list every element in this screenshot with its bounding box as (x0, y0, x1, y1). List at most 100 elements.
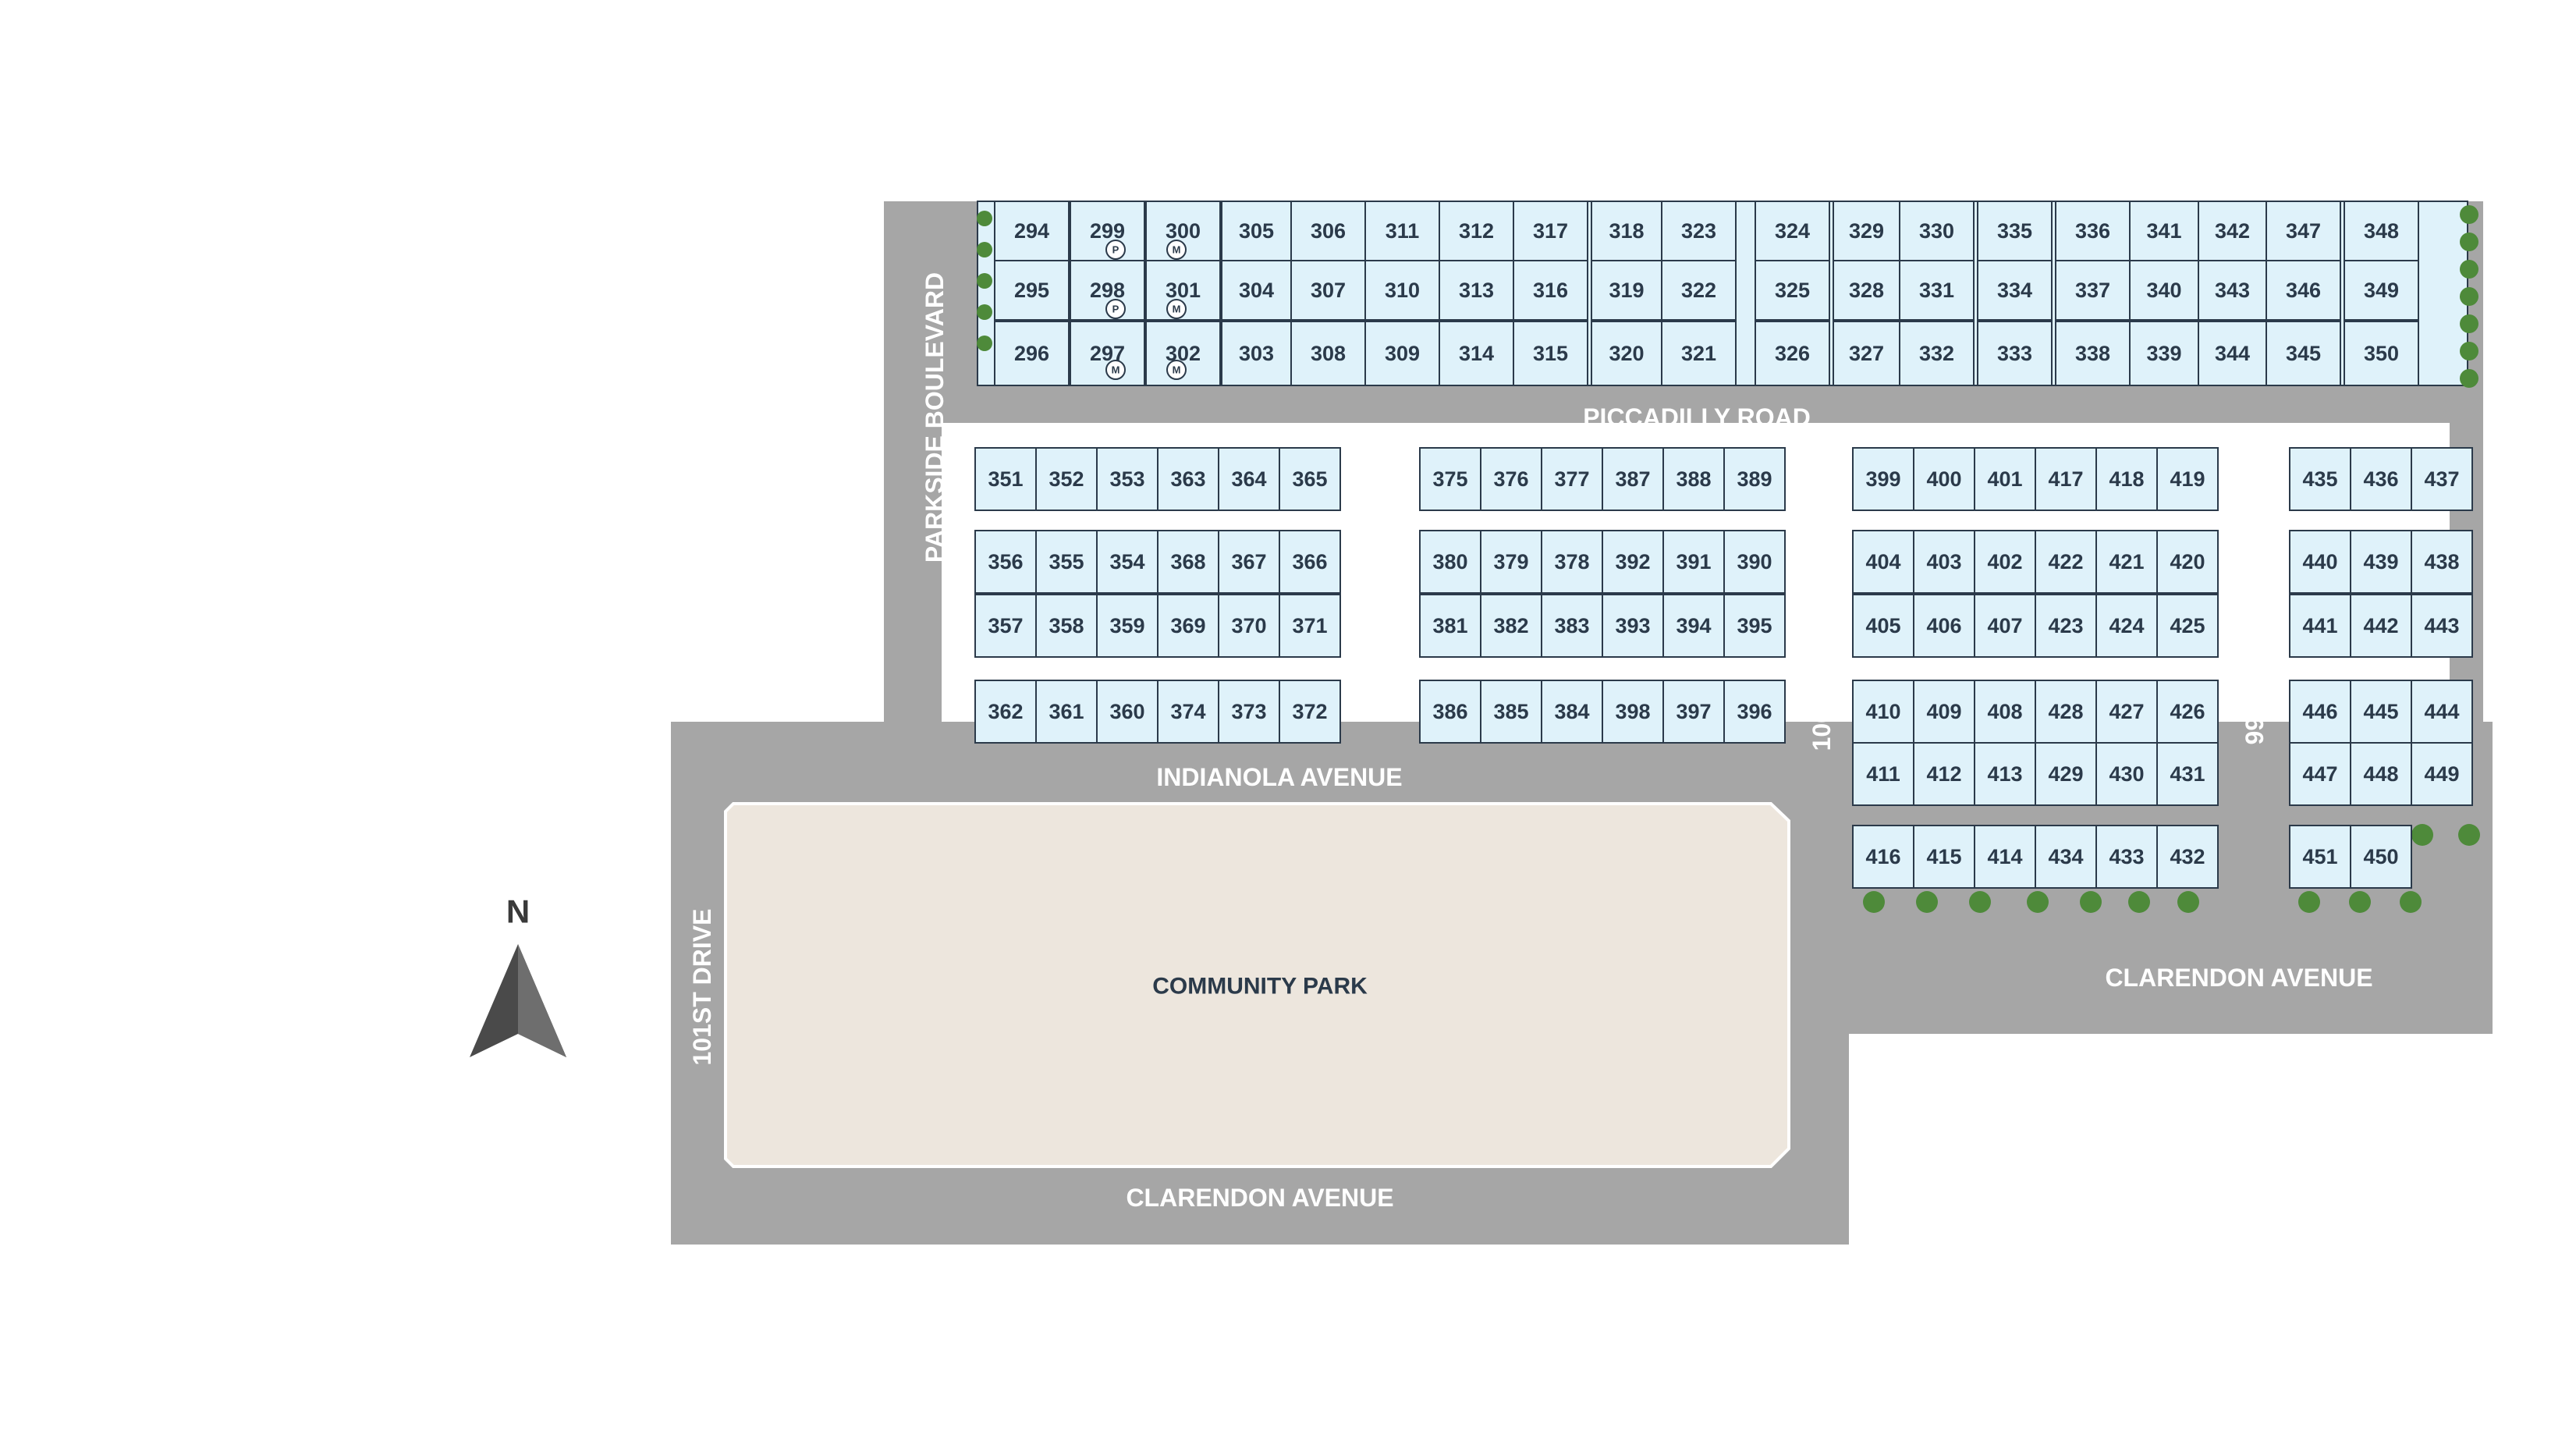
lot-parcel[interactable] (2035, 825, 2097, 889)
lot-parcel[interactable] (2129, 260, 2199, 321)
lot-442[interactable]: 442 (2350, 594, 2412, 658)
lot-361[interactable]: 361 (1035, 680, 1098, 744)
lot-328[interactable]: 328 (1833, 260, 1900, 321)
lot-420[interactable]: 420 (2156, 530, 2219, 594)
lot-parcel[interactable] (2289, 680, 2351, 744)
lot-parcel[interactable] (2095, 530, 2158, 594)
lot-297[interactable]: 297 (1070, 321, 1145, 386)
lot-389[interactable]: 389 (1723, 447, 1786, 511)
lot-parcel[interactable] (1661, 321, 1737, 386)
lot-parcel[interactable] (1035, 530, 1098, 594)
lot-334[interactable]: 334 (1977, 260, 2053, 321)
lot-386[interactable]: 386 (1419, 680, 1481, 744)
lot-348[interactable]: 348 (2344, 201, 2419, 261)
lot-344[interactable]: 344 (2198, 321, 2267, 386)
lot-parcel[interactable] (1096, 530, 1158, 594)
lot-parcel[interactable] (1364, 201, 1440, 261)
lot-parcel[interactable] (2129, 321, 2199, 386)
lot-309[interactable]: 309 (1364, 321, 1440, 386)
lot-parcel[interactable] (2344, 201, 2419, 261)
lot-408[interactable]: 408 (1974, 680, 2036, 744)
lot-424[interactable]: 424 (2095, 594, 2158, 658)
lot-parcel[interactable] (1833, 260, 1900, 321)
lot-371[interactable]: 371 (1279, 594, 1341, 658)
lot-372[interactable]: 372 (1279, 680, 1341, 744)
lot-parcel[interactable] (1974, 742, 2036, 806)
lot-parcel[interactable] (2289, 742, 2351, 806)
lot-parcel[interactable] (2035, 680, 2097, 744)
lot-parcel[interactable] (2095, 447, 2158, 511)
lot-412[interactable]: 412 (1913, 742, 1975, 806)
lot-parcel[interactable] (1755, 321, 1830, 386)
lot-330[interactable]: 330 (1899, 201, 1975, 261)
lot-parcel[interactable] (1513, 201, 1588, 261)
lot-434[interactable]: 434 (2035, 825, 2097, 889)
lot-400[interactable]: 400 (1913, 447, 1975, 511)
lot-353[interactable]: 353 (1096, 447, 1158, 511)
lot-parcel[interactable] (2156, 825, 2219, 889)
lot-parcel[interactable] (2411, 742, 2473, 806)
lot-parcel[interactable] (1723, 594, 1786, 658)
lot-366[interactable]: 366 (1279, 530, 1341, 594)
lot-parcel[interactable] (2156, 742, 2219, 806)
lot-parcel[interactable] (1290, 321, 1366, 386)
lot-449[interactable]: 449 (2411, 742, 2473, 806)
lot-parcel[interactable] (974, 530, 1037, 594)
lot-parcel[interactable] (1833, 321, 1900, 386)
lot-parcel[interactable] (1602, 680, 1664, 744)
lot-351[interactable]: 351 (974, 447, 1037, 511)
lot-410[interactable]: 410 (1852, 680, 1914, 744)
lot-parcel[interactable] (1419, 530, 1481, 594)
lot-parcel[interactable] (1913, 530, 1975, 594)
lot-370[interactable]: 370 (1218, 594, 1280, 658)
lot-parcel[interactable] (1419, 447, 1481, 511)
lot-441[interactable]: 441 (2289, 594, 2351, 658)
lot-379[interactable]: 379 (1480, 530, 1542, 594)
lot-377[interactable]: 377 (1541, 447, 1603, 511)
lot-303[interactable]: 303 (1221, 321, 1292, 386)
lot-parcel[interactable] (1974, 594, 2036, 658)
lot-parcel[interactable] (2198, 321, 2267, 386)
lot-parcel[interactable] (1419, 594, 1481, 658)
lot-436[interactable]: 436 (2350, 447, 2412, 511)
lot-414[interactable]: 414 (1974, 825, 2036, 889)
lot-417[interactable]: 417 (2035, 447, 2097, 511)
lot-parcel[interactable] (1974, 530, 2036, 594)
community-park[interactable] (724, 802, 1790, 1168)
lot-parcel[interactable] (1221, 260, 1292, 321)
lot-parcel[interactable] (2095, 825, 2158, 889)
lot-331[interactable]: 331 (1899, 260, 1975, 321)
lot-parcel[interactable] (1591, 321, 1662, 386)
lot-parcel[interactable] (974, 447, 1037, 511)
lot-parcel[interactable] (1661, 260, 1737, 321)
lot-parcel[interactable] (1723, 447, 1786, 511)
lot-432[interactable]: 432 (2156, 825, 2219, 889)
lot-parcel[interactable] (1290, 260, 1366, 321)
lot-450[interactable]: 450 (2350, 825, 2412, 889)
lot-parcel[interactable] (1913, 594, 1975, 658)
lot-355[interactable]: 355 (1035, 530, 1098, 594)
lot-373[interactable]: 373 (1218, 680, 1280, 744)
lot-parcel[interactable] (1157, 447, 1219, 511)
lot-399[interactable]: 399 (1852, 447, 1914, 511)
lot-parcel[interactable] (1977, 260, 2053, 321)
lot-431[interactable]: 431 (2156, 742, 2219, 806)
lot-375[interactable]: 375 (1419, 447, 1481, 511)
lot-340[interactable]: 340 (2129, 260, 2199, 321)
lot-447[interactable]: 447 (2289, 742, 2351, 806)
lot-368[interactable]: 368 (1157, 530, 1219, 594)
lot-parcel[interactable] (2055, 201, 2131, 261)
lot-327[interactable]: 327 (1833, 321, 1900, 386)
lot-parcel[interactable] (1279, 447, 1341, 511)
lot-413[interactable]: 413 (1974, 742, 2036, 806)
lot-365[interactable]: 365 (1279, 447, 1341, 511)
lot-295[interactable]: 295 (994, 260, 1070, 321)
lot-315[interactable]: 315 (1513, 321, 1588, 386)
lot-parcel[interactable] (2156, 447, 2219, 511)
lot-parcel[interactable] (2344, 321, 2419, 386)
lot-401[interactable]: 401 (1974, 447, 2036, 511)
lot-parcel[interactable] (1279, 530, 1341, 594)
lot-294[interactable]: 294 (994, 201, 1070, 261)
lot-322[interactable]: 322 (1661, 260, 1737, 321)
lot-306[interactable]: 306 (1290, 201, 1366, 261)
